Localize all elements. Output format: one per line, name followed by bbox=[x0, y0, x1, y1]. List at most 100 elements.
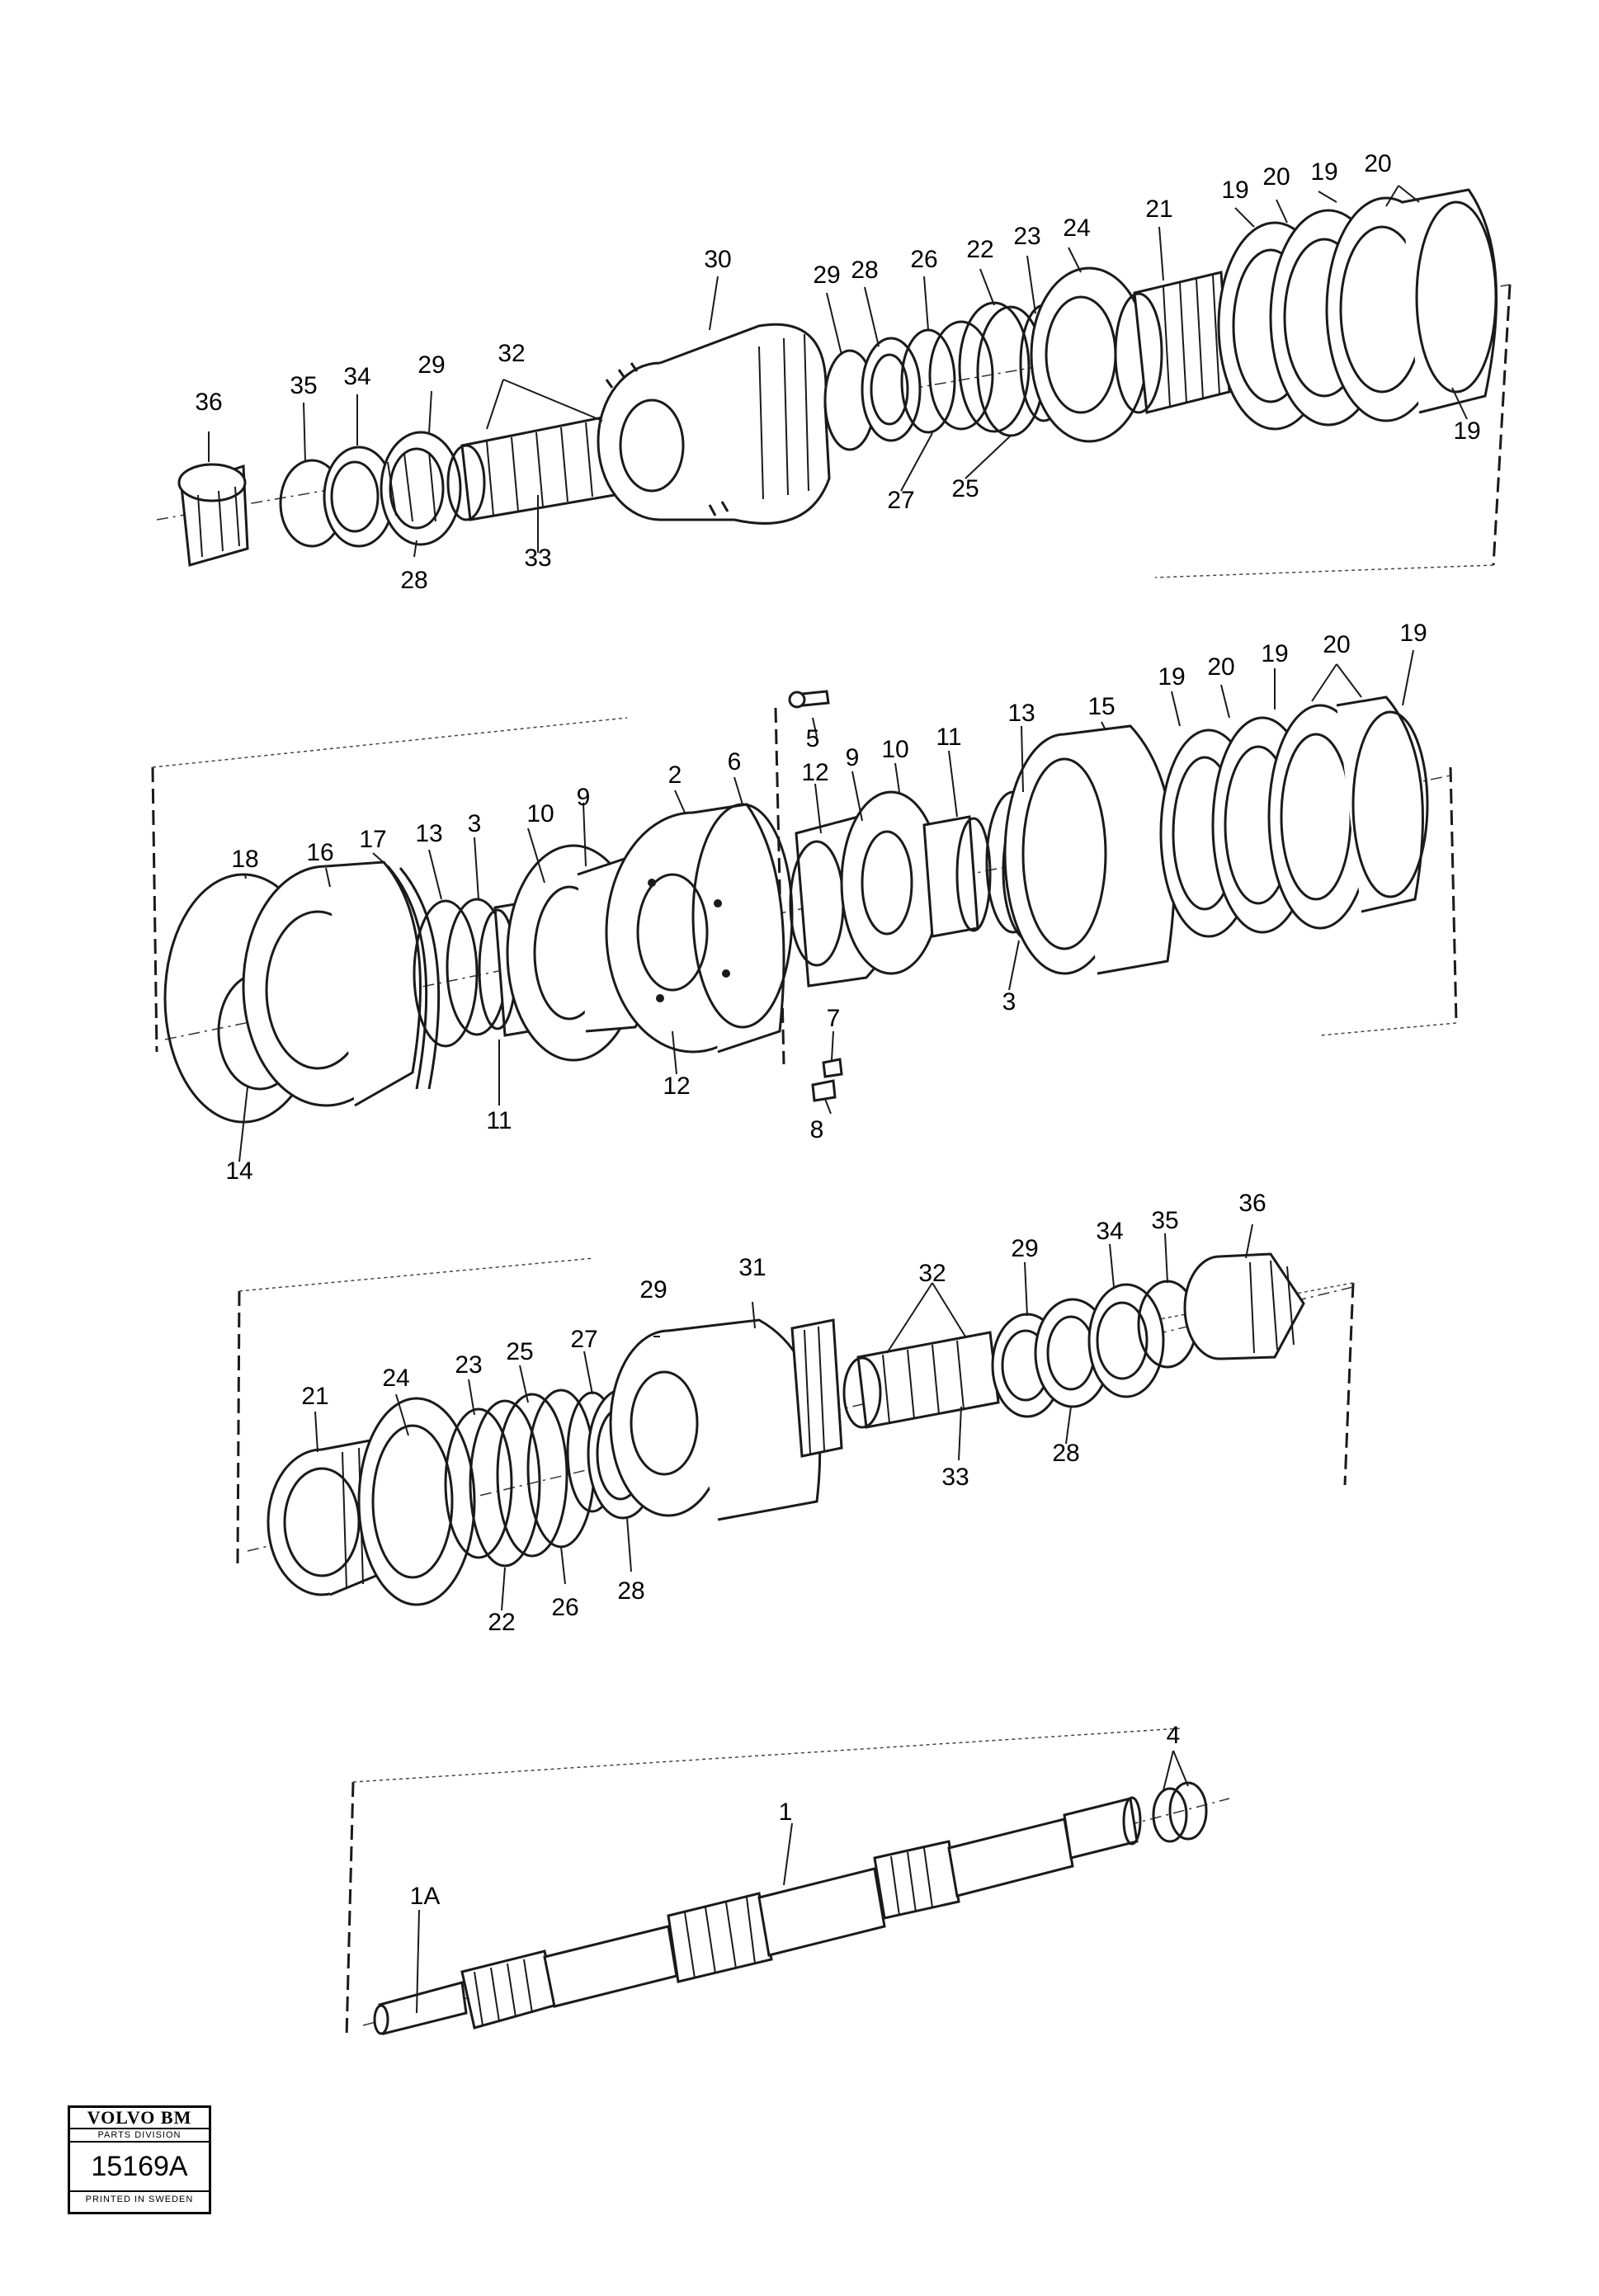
part-16-17-piston-housing bbox=[242, 860, 441, 1107]
callout-19: 19 bbox=[1221, 177, 1248, 204]
callout-2: 2 bbox=[668, 761, 682, 789]
callout-15: 15 bbox=[1087, 693, 1115, 720]
callout-7: 7 bbox=[827, 1005, 841, 1032]
part-23-ring-2 bbox=[444, 1407, 513, 1559]
callout-30: 30 bbox=[704, 246, 731, 273]
callout-34: 34 bbox=[343, 363, 370, 390]
part-21-splined-hub bbox=[1114, 271, 1231, 414]
part-11-sleeve-2 bbox=[922, 815, 992, 938]
volvo-bm-stamp: VOLVO BM PARTS DIVISION 15169A PRINTED I… bbox=[68, 2105, 211, 2214]
callout-19c: 19 bbox=[1453, 417, 1480, 445]
callout-1a: 1A bbox=[410, 1883, 441, 1910]
callout-19d: 19 bbox=[1158, 663, 1185, 691]
callout-10: 10 bbox=[526, 800, 554, 827]
part-30-gear-drum bbox=[597, 323, 831, 525]
part-29-28-bearing-pair bbox=[823, 337, 922, 451]
callout-34b: 34 bbox=[1096, 1218, 1123, 1245]
part-19-20-clutch-discs-2 bbox=[1159, 695, 1429, 938]
callout-28b: 28 bbox=[851, 257, 878, 284]
callout-12b: 12 bbox=[663, 1073, 690, 1100]
part-13-ring bbox=[413, 899, 479, 1048]
assembly-row-3: 21 24 23 25 27 29 31 32 29 34 35 36 22 2… bbox=[236, 1190, 1355, 1636]
callout-28: 28 bbox=[400, 567, 427, 594]
drawing-number: 15169A bbox=[70, 2143, 209, 2192]
callout-3b: 3 bbox=[1002, 988, 1016, 1016]
callout-18: 18 bbox=[231, 846, 258, 873]
part-36-nut bbox=[177, 463, 249, 567]
callout-25: 25 bbox=[951, 475, 979, 502]
part-36-nut-2 bbox=[1183, 1252, 1305, 1360]
part-4-rings bbox=[1152, 1781, 1208, 1843]
callout-9b: 9 bbox=[846, 744, 860, 771]
stamp-brand: VOLVO BM bbox=[70, 2108, 209, 2129]
part-22-ring bbox=[958, 301, 1031, 433]
callout-28c: 28 bbox=[617, 1577, 644, 1605]
part-10-disc-2 bbox=[840, 790, 942, 975]
callout-16: 16 bbox=[306, 839, 333, 866]
callout-8: 8 bbox=[810, 1116, 824, 1143]
callout-22: 22 bbox=[966, 236, 993, 263]
callout-20d: 20 bbox=[1323, 631, 1350, 658]
assembly-row-2: 18 16 17 13 3 10 9 2 6 5 12 9 10 11 13 1… bbox=[151, 620, 1458, 1185]
callout-24: 24 bbox=[1063, 215, 1090, 242]
callout-29: 29 bbox=[417, 351, 445, 379]
part-19-20-clutch-discs bbox=[1217, 188, 1498, 431]
part-29-bearing bbox=[380, 431, 462, 546]
callout-22b: 22 bbox=[488, 1609, 515, 1636]
callout-31: 31 bbox=[738, 1254, 766, 1281]
callout-32b: 32 bbox=[918, 1260, 946, 1287]
callout-17: 17 bbox=[359, 826, 386, 853]
callout-29d: 29 bbox=[1011, 1235, 1038, 1262]
callout-20b: 20 bbox=[1364, 150, 1391, 177]
callout-12: 12 bbox=[801, 759, 828, 786]
callout-26: 26 bbox=[910, 246, 937, 273]
callout-1: 1 bbox=[779, 1799, 793, 1826]
callout-24b: 24 bbox=[382, 1365, 409, 1392]
callout-29c: 29 bbox=[639, 1276, 667, 1304]
callout-20: 20 bbox=[1262, 163, 1290, 191]
callout-11: 11 bbox=[936, 724, 961, 751]
callout-11b: 11 bbox=[486, 1107, 512, 1134]
callout-27b: 27 bbox=[570, 1326, 597, 1353]
callout-19f: 19 bbox=[1399, 620, 1427, 647]
callout-32: 32 bbox=[498, 340, 525, 367]
part-34-race-2 bbox=[1087, 1283, 1165, 1398]
callout-13b: 13 bbox=[1007, 700, 1035, 727]
part-24-plate bbox=[1030, 266, 1149, 443]
stamp-division: PARTS DIVISION bbox=[70, 2129, 209, 2143]
part-29-31-gear-drum bbox=[609, 1318, 843, 1521]
callout-19b: 19 bbox=[1310, 158, 1337, 186]
callout-25b: 25 bbox=[506, 1338, 533, 1365]
callout-21b: 21 bbox=[301, 1383, 328, 1410]
part-25-ring-2 bbox=[496, 1393, 568, 1558]
callout-27: 27 bbox=[887, 487, 914, 514]
callout-21: 21 bbox=[1145, 196, 1172, 223]
callout-5: 5 bbox=[806, 725, 820, 752]
callout-23: 23 bbox=[1013, 223, 1040, 250]
part-32-needle-bearing bbox=[446, 415, 616, 521]
callout-28d: 28 bbox=[1052, 1440, 1079, 1467]
part-1-main-shaft bbox=[373, 1796, 1142, 2035]
part-5-pin bbox=[788, 690, 830, 709]
callout-6: 6 bbox=[728, 748, 742, 776]
assembly-row-4: 1A 1 4 bbox=[345, 1722, 1230, 2039]
callout-23b: 23 bbox=[455, 1351, 482, 1379]
callout-9: 9 bbox=[577, 784, 591, 811]
assembly-row-1: 36 35 34 29 32 33 28 30 29 28 26 27 22 2… bbox=[156, 150, 1512, 594]
callout-35b: 35 bbox=[1151, 1207, 1178, 1234]
part-2-clutch-housing bbox=[605, 803, 785, 1054]
callout-3: 3 bbox=[468, 810, 482, 837]
callout-29b: 29 bbox=[813, 262, 840, 289]
stamp-printed: PRINTED IN SWEDEN bbox=[85, 2195, 194, 2204]
callout-4: 4 bbox=[1167, 1722, 1181, 1749]
callout-36: 36 bbox=[195, 389, 222, 416]
callout-33: 33 bbox=[524, 545, 551, 572]
callout-14: 14 bbox=[225, 1157, 252, 1185]
callout-26b: 26 bbox=[551, 1594, 578, 1621]
part-15-clutch-drum bbox=[1003, 724, 1177, 975]
callout-35: 35 bbox=[290, 372, 317, 399]
callout-19e: 19 bbox=[1261, 640, 1288, 667]
part-22-ring-2 bbox=[469, 1399, 541, 1568]
part-7-8-plugs bbox=[811, 1058, 843, 1102]
